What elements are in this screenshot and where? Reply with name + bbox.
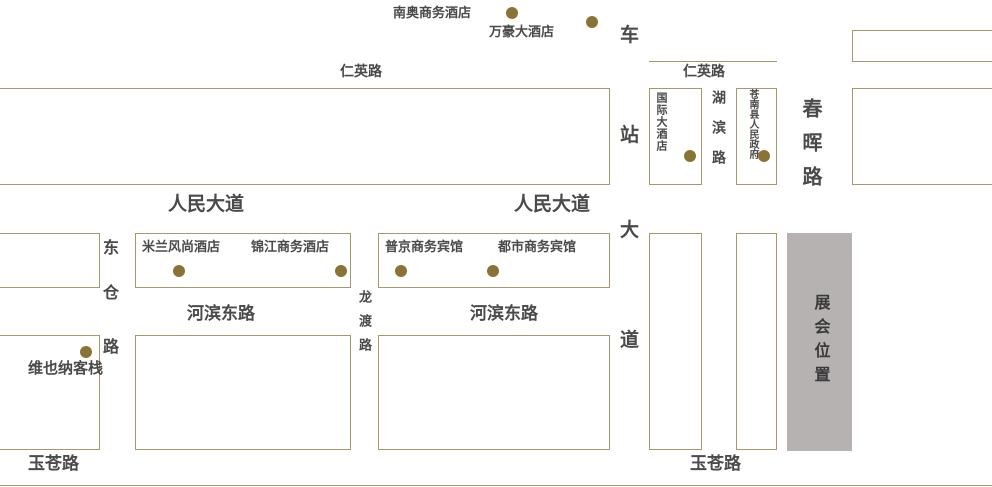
road-label-hebin-dong-left: 河滨东路 [187,304,255,323]
road-label-renmin-dadao-right: 人民大道 [514,194,591,215]
city-block [0,233,100,288]
road-label-longdu: 龙渡路 [357,290,372,362]
place-label-jinjiang-hotel: 锦江商务酒店 [251,239,330,254]
city-block [0,88,610,185]
road-edge-line [649,61,777,62]
nanao-hotel-dot-icon [506,7,518,19]
dushi-hotel-dot-icon [487,265,499,277]
place-label-nanao-hotel: 南奥商务酒店 [393,5,472,20]
place-label-pujing-hotel: 普京商务宾馆 [385,239,464,254]
city-block [736,88,777,185]
road-label-chezhan-char: 车 [620,25,640,46]
city-block [135,335,351,450]
city-block [649,233,702,450]
city-block [649,88,702,185]
road-label-yucang-right: 玉苍路 [690,454,741,473]
road-label-yucang-left: 玉苍路 [28,454,79,473]
road-label-chezhan-char: 站 [620,125,640,146]
venue-label: 展会位置 [811,294,829,390]
milan-hotel-dot-icon [173,265,185,277]
place-label-dushi-hotel: 都市商务宾馆 [498,239,577,254]
place-label-guoji-hotel: 国际大酒店 [655,92,667,152]
place-label-milan-hotel: 米兰风尚酒店 [142,239,221,254]
city-block [378,233,610,288]
road-label-chezhan-char: 道 [620,330,640,351]
place-label-cangnan-government: 苍南县人民政府 [747,89,758,159]
cangnan-government-dot-icon [758,150,770,162]
guoji-hotel-dot-icon [684,150,696,162]
city-block [135,233,351,288]
venue-block: 展会位置 [787,233,852,451]
road-label-hubin: 湖滨路 [711,90,727,180]
city-block [852,88,992,185]
city-block [736,233,777,450]
road-label-dongcang-char: 仓 [103,285,120,302]
road-label-renmin-dadao-left: 人民大道 [168,194,245,215]
city-block [0,335,100,450]
road-label-hebin-dong-right: 河滨东路 [470,304,538,323]
road-edge-line [0,485,992,486]
road-label-dongcang-char: 东 [103,240,120,257]
pujing-hotel-dot-icon [395,265,407,277]
road-label-renying-left: 仁英路 [340,63,382,79]
road-label-renying-right: 仁英路 [683,63,725,79]
jinjiang-hotel-dot-icon [335,265,347,277]
road-label-dongcang-char: 路 [103,339,120,356]
city-block [378,335,610,450]
road-label-chunhui: 春晖路 [799,98,821,200]
vienna-inn-dot-icon [80,346,92,358]
place-label-vienna-inn: 维也纳客栈 [28,360,104,377]
road-label-chezhan-char: 大 [620,220,640,241]
wanhao-hotel-dot-icon [586,16,598,28]
place-label-wanhao-hotel: 万豪大酒店 [489,24,555,39]
city-block [852,30,992,62]
